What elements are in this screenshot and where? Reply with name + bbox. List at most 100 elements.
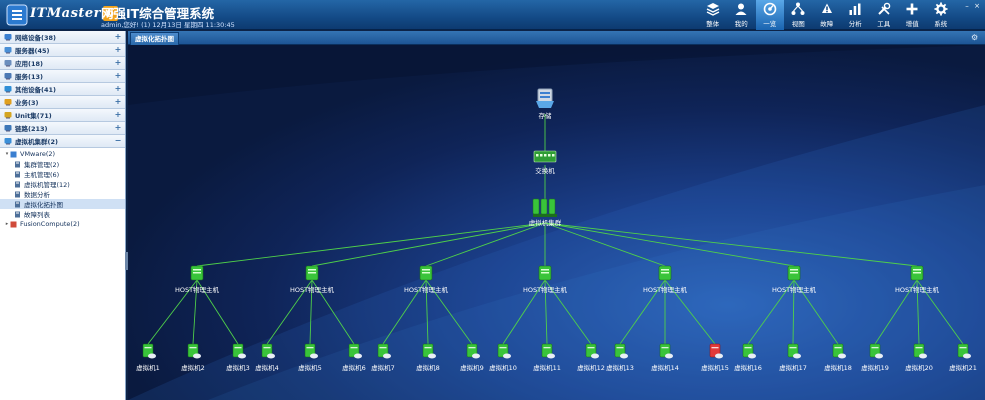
vm-node[interactable] (348, 343, 362, 359)
toolbar-label: 一览 (763, 20, 777, 28)
sidebar: 网络设备(38)+服务器(45)+应用(18)+服务(13)+其他设备(41)+… (0, 31, 126, 400)
toolbar-button-dashboard[interactable]: 一览 (755, 0, 784, 30)
tree-item[interactable]: ▾VMware(2) (0, 149, 125, 159)
vm-node[interactable] (585, 343, 599, 359)
host-node[interactable] (538, 265, 552, 281)
link-host-vm (792, 279, 795, 345)
expand-toggle-icon[interactable]: + (114, 110, 122, 119)
tree-item[interactable]: 主机管理(6) (0, 169, 125, 179)
link-host-vm (425, 279, 473, 345)
host-node[interactable] (190, 265, 204, 281)
switch-node[interactable] (533, 150, 557, 163)
vm-node[interactable] (832, 343, 846, 359)
toolbar-button-gear[interactable]: 系统 (927, 0, 956, 30)
cluster-label: 虚拟机集群 (529, 218, 562, 227)
vm-node[interactable] (742, 343, 756, 359)
vm-node[interactable] (497, 343, 511, 359)
vm-node[interactable] (659, 343, 673, 359)
toolbar-button-plus[interactable]: 增值 (898, 0, 927, 30)
vm-node[interactable] (142, 343, 156, 359)
host-node[interactable] (658, 265, 672, 281)
vm-node[interactable] (377, 343, 391, 359)
link-host-vm (916, 279, 964, 345)
tree-node-icon (15, 171, 20, 177)
tree-item-selected[interactable]: 虚拟化拓扑图 (0, 199, 125, 209)
toolbar-button-alarm[interactable]: 故障 (813, 0, 842, 30)
vm-platform-icon (10, 151, 17, 157)
category-label: 链路(213) (15, 125, 48, 133)
expand-toggle-icon[interactable]: + (114, 58, 122, 67)
tree-item-label: 虚拟机管理(12) (24, 181, 70, 189)
tree-node-icon (15, 211, 20, 217)
sidebar-category[interactable]: 网络设备(38)+ (0, 31, 125, 44)
settings-gear-icon[interactable]: ⚙ (971, 33, 979, 42)
tree-node-icon (15, 201, 20, 207)
host-node[interactable] (910, 265, 924, 281)
tree-item[interactable]: 数据分析 (0, 189, 125, 199)
storage-node[interactable] (536, 88, 554, 108)
link-cluster-host (544, 222, 918, 267)
sidebar-category[interactable]: Unit集(71)+ (0, 109, 125, 122)
tree-arrow-icon[interactable]: ▸ (5, 221, 9, 227)
toolbar-button-topology[interactable]: 视图 (784, 0, 813, 30)
vm-node[interactable] (187, 343, 201, 359)
category-label: 虚拟机集群(2) (15, 138, 58, 146)
sidebar-category[interactable]: 服务(13)+ (0, 70, 125, 83)
link-host-vm (502, 279, 546, 345)
close-icon[interactable]: × (974, 2, 980, 10)
vm-node[interactable] (787, 343, 801, 359)
tree-item[interactable]: 集群管理(2) (0, 159, 125, 169)
vm-node[interactable] (913, 343, 927, 359)
tab-virtual-topology[interactable]: 虚拟化拓扑图 (130, 32, 179, 45)
tree-item[interactable]: 故障列表 (0, 209, 125, 219)
sidebar-category[interactable]: 服务器(45)+ (0, 44, 125, 57)
tree-item[interactable]: ▸FusionCompute(2) (0, 219, 125, 229)
expand-toggle-icon[interactable]: + (114, 123, 122, 132)
vm-label: 虚拟机13 (606, 363, 634, 372)
vm-node[interactable] (422, 343, 436, 359)
vm-node[interactable] (957, 343, 971, 359)
expand-toggle-icon[interactable]: + (114, 97, 122, 106)
expand-toggle-icon[interactable]: − (114, 136, 122, 145)
expand-toggle-icon[interactable]: + (114, 32, 122, 41)
toolbar-button-chart[interactable]: 分析 (841, 0, 870, 30)
host-node[interactable] (305, 265, 319, 281)
vm-node[interactable] (261, 343, 275, 359)
vm-node-fault[interactable] (709, 343, 723, 359)
tree-node-icon (15, 191, 20, 197)
vm-label: 虚拟机1 (136, 363, 160, 372)
tree-arrow-icon[interactable]: ▾ (5, 151, 9, 157)
sidebar-category[interactable]: 链路(213) + (0, 122, 125, 135)
toolbar-button-user[interactable]: 我的 (727, 0, 756, 30)
vm-node[interactable] (304, 343, 318, 359)
toolbar-button-layers[interactable]: 整体 (699, 0, 728, 30)
cluster-node[interactable] (532, 198, 557, 217)
link-host-vm (544, 279, 548, 345)
vm-node[interactable] (466, 343, 480, 359)
expand-toggle-icon[interactable]: + (114, 45, 122, 54)
host-node[interactable] (419, 265, 433, 281)
vm-node[interactable] (232, 343, 246, 359)
sidebar-splitter[interactable] (125, 252, 129, 270)
sidebar-category[interactable]: 其他设备(41)+ (0, 83, 125, 96)
sidebar-category[interactable]: 业务(3)+ (0, 96, 125, 109)
expand-toggle-icon[interactable]: + (114, 71, 122, 80)
vm-label: 虚拟机12 (577, 363, 605, 372)
toolbar-label: 故障 (820, 20, 834, 28)
link-host-vm (147, 279, 198, 345)
minimize-icon[interactable]: – (965, 2, 969, 10)
link-host-vm (874, 279, 918, 345)
host-node[interactable] (787, 265, 801, 281)
sidebar-category[interactable]: 应用(18)+ (0, 57, 125, 70)
tree-item[interactable]: 虚拟机管理(12) (0, 179, 125, 189)
toolbar-button-tools[interactable]: 工具 (870, 0, 899, 30)
sidebar-category[interactable]: 虚拟机集群(2) − (0, 135, 125, 148)
vm-node[interactable] (614, 343, 628, 359)
host-label: HOST物理主机 (523, 285, 568, 294)
vm-node[interactable] (869, 343, 883, 359)
link-cluster-host (425, 222, 546, 267)
expand-toggle-icon[interactable]: + (114, 84, 122, 93)
vm-node[interactable] (541, 343, 555, 359)
